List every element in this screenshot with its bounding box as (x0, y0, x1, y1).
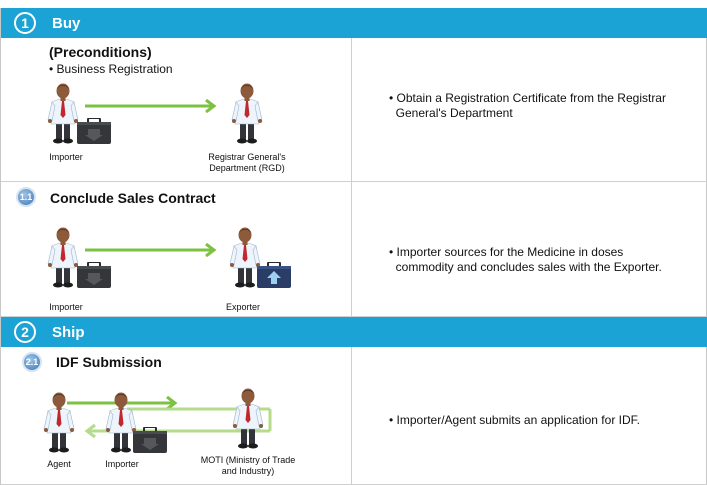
preconditions-item: • Business Registration (49, 62, 173, 76)
briefcase-icon (77, 118, 111, 144)
preconditions-description: • Obtain a Registration Certificate from… (389, 91, 666, 120)
moti-person-icon (232, 387, 264, 449)
arrow-right-icon (85, 99, 217, 113)
column-divider (351, 182, 352, 316)
actor-label-rgd: Registrar General's Department (RGD) (208, 152, 286, 173)
step-2-1-row: 2.1 IDF Submission Agent Importer MOTI (… (1, 347, 707, 485)
importer-person-icon (47, 226, 79, 288)
section-number: 2 (14, 321, 36, 343)
step-1-1-row: 1.1 Conclude Sales Contract Importer Exp… (1, 182, 707, 317)
importer-person-icon (47, 82, 79, 144)
step-title: IDF Submission (56, 354, 162, 370)
step-badge: 2.1 (22, 352, 42, 372)
step-2-1-description: • Importer/Agent submits an application … (389, 413, 640, 427)
section-header-ship: 2 Ship (1, 317, 707, 347)
section-number: 1 (14, 12, 36, 34)
section-header-buy: 1 Buy (1, 8, 707, 38)
column-divider (351, 38, 352, 181)
briefcase-icon (133, 427, 167, 453)
column-divider (351, 347, 352, 484)
step-badge: 1.1 (16, 187, 36, 207)
step-1-1-description: • Importer sources for the Medicine in d… (389, 245, 662, 274)
section-title: Ship (52, 323, 85, 341)
agent-person-icon (43, 391, 75, 453)
actor-label-exporter: Exporter (225, 302, 260, 312)
actor-label-importer: Importer (49, 302, 83, 312)
briefcase-upload-icon (257, 262, 291, 288)
preconditions-title: (Preconditions) (49, 44, 152, 60)
actor-label-importer: Importer (105, 459, 139, 469)
briefcase-icon (77, 262, 111, 288)
section-title: Buy (52, 14, 81, 32)
actor-label-moti: MOTI (Ministry of Trade and Industry) (200, 455, 296, 476)
preconditions-row: (Preconditions) • Business Registration … (1, 38, 707, 182)
step-title: Conclude Sales Contract (50, 190, 216, 206)
registrar-person-icon (231, 82, 263, 144)
actor-label-importer: Importer (49, 152, 83, 162)
arrow-right-icon (85, 243, 217, 257)
process-flow-document: 1 Buy (Preconditions) • Business Registr… (0, 8, 707, 485)
actor-label-agent: Agent (47, 459, 71, 469)
